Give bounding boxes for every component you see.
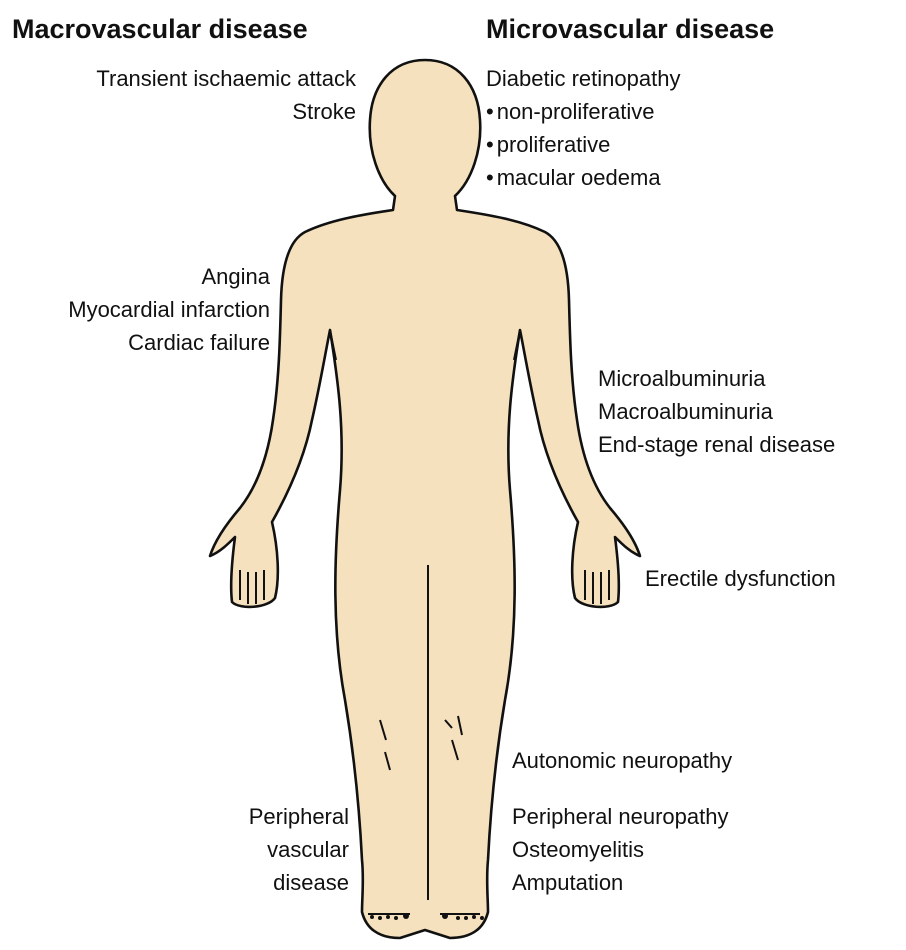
macrovascular-heading: Macrovascular disease — [12, 14, 308, 45]
label-non-proliferative: non-proliferative — [486, 95, 680, 128]
label-disease: disease — [249, 866, 349, 899]
macro-heart-labels: Angina Myocardial infarction Cardiac fai… — [68, 260, 270, 359]
label-angina: Angina — [68, 260, 270, 293]
label-cardiac-failure: Cardiac failure — [68, 326, 270, 359]
label-microalbuminuria: Microalbuminuria — [598, 362, 835, 395]
micro-eye-labels: Diabetic retinopathy non-proliferative p… — [486, 62, 680, 194]
label-vascular: vascular — [249, 833, 349, 866]
label-peripheral: Peripheral — [249, 800, 349, 833]
label-end-stage-renal-disease: End-stage renal disease — [598, 428, 835, 461]
macro-leg-labels: Peripheral vascular disease — [249, 800, 349, 899]
label-stroke: Stroke — [96, 95, 356, 128]
label-osteomyelitis: Osteomyelitis — [512, 833, 728, 866]
label-proliferative: proliferative — [486, 128, 680, 161]
label-erectile-dysfunction: Erectile dysfunction — [645, 562, 836, 595]
label-autonomic-neuropathy: Autonomic neuropathy — [512, 744, 732, 777]
macro-head-labels: Transient ischaemic attack Stroke — [96, 62, 356, 128]
label-amputation: Amputation — [512, 866, 728, 899]
label-macroalbuminuria: Macroalbuminuria — [598, 395, 835, 428]
microvascular-heading: Microvascular disease — [486, 14, 774, 45]
label-transient-ischaemic-attack: Transient ischaemic attack — [96, 62, 356, 95]
micro-peripheral-labels: Peripheral neuropathy Osteomyelitis Ampu… — [512, 800, 728, 899]
micro-kidney-labels: Microalbuminuria Macroalbuminuria End-st… — [598, 362, 835, 461]
label-diabetic-retinopathy: Diabetic retinopathy — [486, 62, 680, 95]
label-peripheral-neuropathy: Peripheral neuropathy — [512, 800, 728, 833]
label-macular-oedema: macular oedema — [486, 161, 680, 194]
label-myocardial-infarction: Myocardial infarction — [68, 293, 270, 326]
